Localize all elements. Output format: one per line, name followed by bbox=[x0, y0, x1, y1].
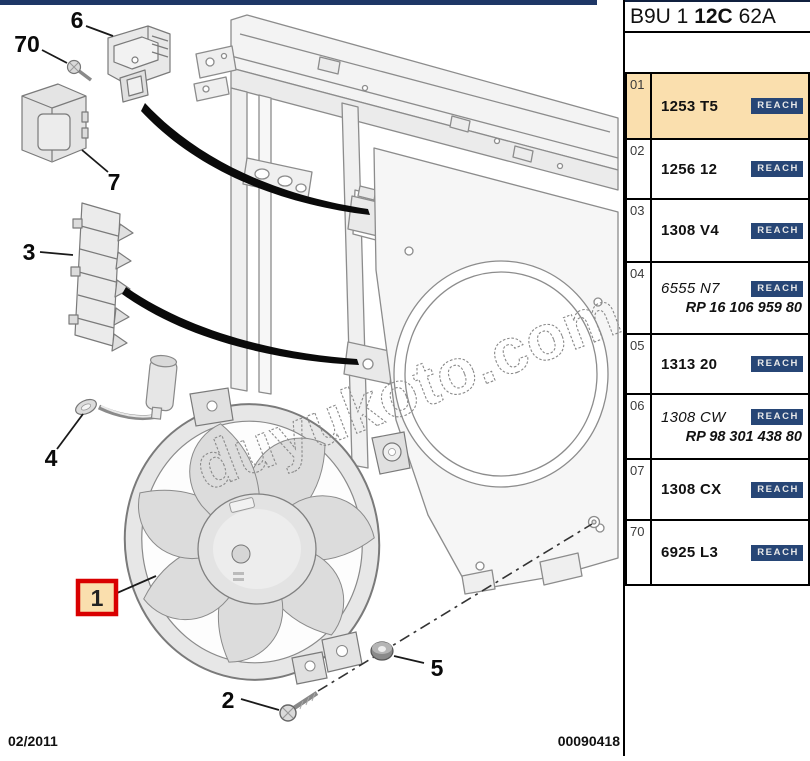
swoosh-arrow-top bbox=[141, 103, 370, 215]
parts-table: 01 1253 T5 REACH 02 1256 12 REACH 03 bbox=[625, 72, 810, 586]
row-ref: 01 bbox=[627, 74, 652, 138]
callout-7[interactable]: 7 bbox=[108, 169, 121, 195]
table-row-07[interactable]: 07 1308 CX REACH bbox=[627, 458, 808, 519]
diagram-doc-number: 00090418 bbox=[557, 733, 620, 749]
figure-code-part2: 12C bbox=[694, 5, 733, 28]
table-row-06[interactable]: 06 1308 CW REACH RP 98 301 438 80 bbox=[627, 393, 808, 458]
row-ref: 04 bbox=[627, 263, 652, 333]
part-number: 6925 L3 bbox=[661, 544, 719, 561]
part-2-screw-drawing bbox=[279, 691, 319, 722]
swoosh-arrow-middle bbox=[122, 287, 359, 365]
fan-assembly-drawing bbox=[123, 387, 411, 685]
top-navy-bar bbox=[0, 0, 597, 5]
part-3-deflector-drawing bbox=[68, 202, 134, 352]
row-ref: 03 bbox=[627, 200, 652, 261]
row-ref: 06 bbox=[627, 395, 652, 458]
callout-5[interactable]: 5 bbox=[431, 655, 444, 681]
row-ref: 70 bbox=[627, 521, 652, 584]
reach-button[interactable]: REACH bbox=[751, 280, 803, 297]
callout-1[interactable]: 1 bbox=[91, 585, 104, 611]
part-5-grommet-drawing bbox=[370, 641, 394, 661]
reach-button[interactable]: REACH bbox=[751, 98, 803, 114]
part-6-support-drawing bbox=[107, 25, 171, 103]
parts-list-panel: B9U 1 12C 62A 01 1253 T5 REACH 02 1256 1… bbox=[623, 0, 810, 756]
reach-button[interactable]: REACH bbox=[751, 481, 803, 498]
diagram-date: 02/2011 bbox=[8, 733, 58, 749]
figure-code-part3: 62A bbox=[732, 5, 776, 28]
figure-code-part1: B9U 1 bbox=[630, 5, 695, 28]
callout-4[interactable]: 4 bbox=[45, 445, 58, 471]
part-70-screw-drawing bbox=[66, 59, 93, 82]
table-row-05[interactable]: 05 1313 20 REACH bbox=[627, 333, 808, 393]
table-row-01[interactable]: 01 1253 T5 REACH bbox=[627, 74, 808, 138]
callout-leader-lines bbox=[39, 25, 425, 711]
table-row-03[interactable]: 03 1308 V4 REACH bbox=[627, 198, 808, 261]
reach-button[interactable]: REACH bbox=[751, 222, 803, 239]
assembly-dashed-line bbox=[317, 523, 593, 692]
reservoir-drawing bbox=[97, 354, 178, 421]
reach-button[interactable]: REACH bbox=[751, 356, 803, 372]
part-4-clip-drawing bbox=[75, 398, 97, 416]
part-number: 1313 20 bbox=[661, 355, 718, 373]
table-row-02[interactable]: 02 1256 12 REACH bbox=[627, 138, 808, 198]
part-number: 1253 T5 bbox=[661, 97, 719, 115]
callout-6[interactable]: 6 bbox=[71, 7, 84, 33]
replacement-part-number: RP 16 106 959 80 bbox=[685, 300, 802, 316]
diagram-svg: 6 70 7 3 4 2 5 1 duyukoto.com bbox=[14, 7, 631, 722]
part-number: 1308 CW bbox=[661, 408, 726, 426]
callout-1-highlight-box[interactable]: 1 bbox=[75, 578, 119, 617]
callout-3[interactable]: 3 bbox=[23, 239, 36, 265]
part-number: 6555 N7 bbox=[661, 280, 720, 297]
part-number: 1308 V4 bbox=[661, 222, 719, 239]
part-number: 1256 12 bbox=[661, 160, 718, 178]
reach-button[interactable]: REACH bbox=[751, 161, 803, 177]
callout-70[interactable]: 70 bbox=[14, 31, 40, 57]
callout-2[interactable]: 2 bbox=[222, 687, 235, 713]
table-row-04[interactable]: 04 6555 N7 REACH RP 16 106 959 80 bbox=[627, 261, 808, 333]
replacement-part-number: RP 98 301 438 80 bbox=[685, 428, 802, 445]
part-number: 1308 CX bbox=[661, 481, 722, 498]
reach-button[interactable]: REACH bbox=[751, 544, 803, 561]
reach-button[interactable]: REACH bbox=[751, 409, 803, 425]
row-ref: 02 bbox=[627, 140, 652, 198]
radiator-frame-drawing bbox=[193, 14, 619, 595]
row-ref: 07 bbox=[627, 460, 652, 519]
exploded-parts-diagram: 6 70 7 3 4 2 5 1 duyukoto.com bbox=[14, 7, 631, 722]
part-7-module-drawing bbox=[21, 83, 89, 163]
figure-code-header: B9U 1 12C 62A bbox=[625, 0, 810, 33]
table-row-70[interactable]: 70 6925 L3 REACH bbox=[627, 519, 808, 584]
row-ref: 05 bbox=[627, 335, 652, 393]
